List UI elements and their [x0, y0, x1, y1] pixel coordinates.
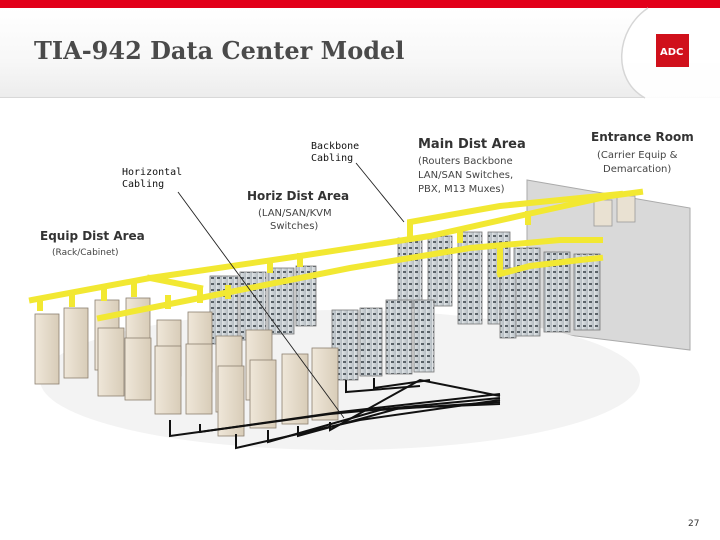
equip-dist-area-label: Equip Dist Area (Rack/Cabinet)	[40, 229, 145, 258]
horiz-dist-area-desc-2: Switches)	[270, 221, 318, 232]
horiz-dist-area-label: Horiz Dist Area (LAN/SAN/KVM Switches)	[247, 189, 349, 232]
main-dist-racks	[397, 231, 601, 339]
page-number: 27	[688, 519, 700, 529]
horizontal-cabling-callout: Horizontal Cabling	[122, 167, 182, 190]
header-divider	[0, 97, 720, 98]
entrance-room-desc-1: (Carrier Equip &	[597, 150, 678, 161]
entrance-room-desc-2: Demarcation)	[603, 164, 671, 175]
backbone-cabling-label-line-2: Cabling	[311, 153, 353, 164]
main-dist-area-desc-1: (Routers Backbone	[418, 156, 513, 167]
horiz-dist-area-title: Horiz Dist Area	[247, 189, 349, 203]
horizontal-cabling-label-line-1: Horizontal	[122, 167, 182, 178]
backbone-cabling-label-line-1: Backbone	[311, 141, 359, 152]
entrance-room-title: Entrance Room	[591, 130, 694, 144]
backbone-cable-trays	[28, 188, 644, 322]
horizontal-cabling	[169, 378, 501, 450]
equip-dist-area-title: Equip Dist Area	[40, 229, 145, 243]
main-dist-area-label: Main Dist Area (Routers Backbone LAN/SAN…	[418, 137, 526, 195]
adc-logo	[656, 34, 689, 67]
header-band	[0, 8, 720, 98]
equip-dist-area-desc-1: (Rack/Cabinet)	[52, 248, 119, 258]
horizontal-cabling-label-line-2: Cabling	[122, 179, 164, 190]
callout-leaders	[177, 162, 405, 419]
equip-dist-cabinets	[34, 297, 339, 437]
brand-top-bar	[0, 0, 720, 8]
entrance-room-label: Entrance Room (Carrier Equip & Demarcati…	[591, 130, 694, 175]
main-dist-area-desc-2: LAN/SAN Switches,	[418, 170, 513, 181]
main-dist-area-desc-3: PBX, M13 Muxes)	[418, 184, 505, 195]
main-dist-area-title: Main Dist Area	[418, 137, 526, 152]
backbone-cabling-callout: Backbone Cabling	[311, 141, 359, 164]
horiz-dist-area-desc-1: (LAN/SAN/KVM	[258, 208, 332, 219]
horiz-dist-racks	[209, 265, 435, 381]
adc-logo-text: ADC	[660, 47, 684, 58]
slide-title: TIA-942 Data Center Model	[34, 36, 405, 65]
